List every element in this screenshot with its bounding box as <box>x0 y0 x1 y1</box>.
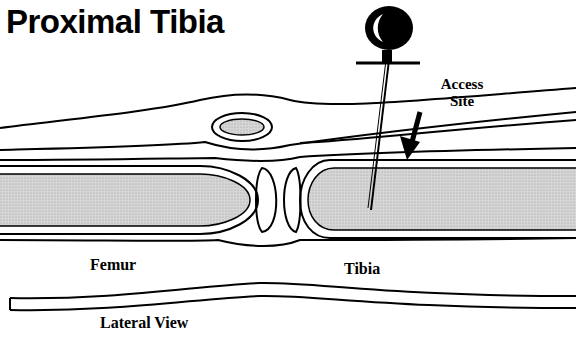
patella-marrow <box>220 119 264 135</box>
tibia-marrow <box>308 168 576 230</box>
meniscus <box>284 168 301 232</box>
femur-marrow <box>0 174 250 226</box>
femur-cortex <box>0 166 258 234</box>
skin-outline <box>0 88 576 310</box>
part-label: Lateral View <box>100 314 188 332</box>
io-needle <box>356 6 420 210</box>
part-label: Tibia <box>344 260 380 278</box>
direction-arrow <box>400 112 420 160</box>
title: Proximal Tibia <box>6 4 224 40</box>
patella <box>212 113 272 141</box>
part-label: Access Site <box>432 76 492 109</box>
part-label: Femur <box>90 256 136 274</box>
meniscus <box>256 168 276 232</box>
tibia-cortex <box>300 160 576 238</box>
